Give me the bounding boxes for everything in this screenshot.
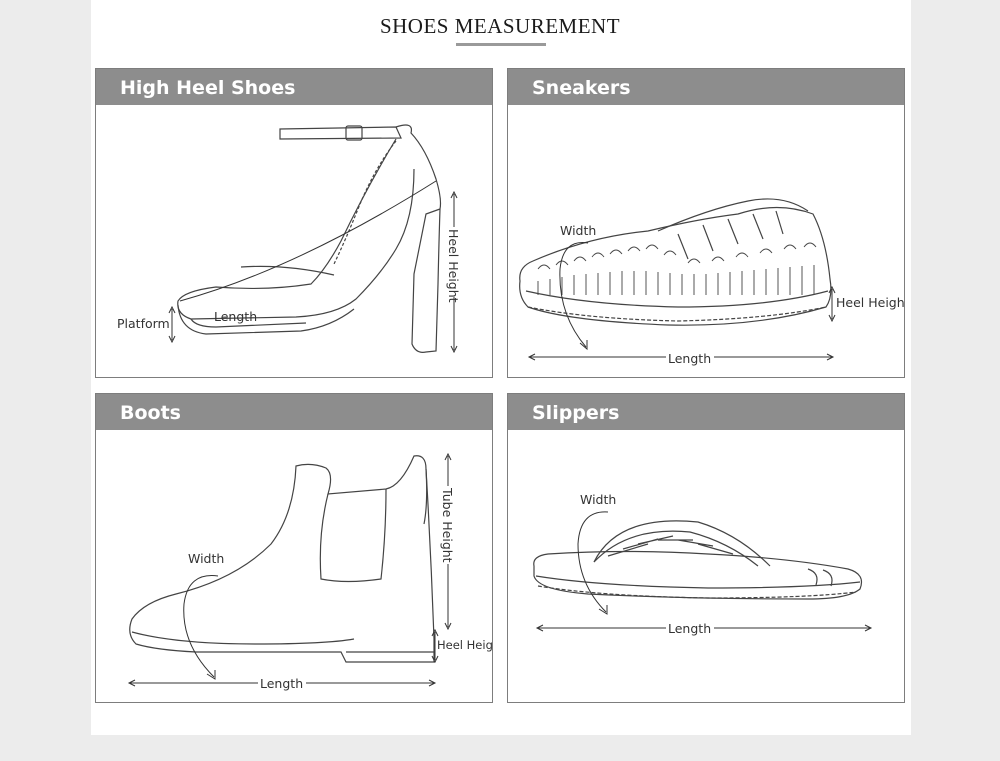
width-label: Width [188, 551, 224, 566]
width-label: Width [580, 492, 616, 507]
panel-heading: Sneakers [508, 69, 904, 105]
page-title: SHOES MEASUREMENT [379, 14, 621, 38]
tube-height-label: Tube Height [440, 487, 455, 563]
heel-height-label-bg [446, 227, 462, 297]
heel-height-label: Heel Height [437, 638, 493, 652]
heel-height-arrowheads [431, 628, 439, 664]
length-arrowheads [535, 624, 873, 632]
tube-height-label-bg [440, 486, 456, 564]
panel-sneakers: Sneakers Width Heel Height Length [507, 68, 905, 378]
panel-high-heel-shoes: High Heel Shoes Platform Length [95, 68, 493, 378]
width-arrowhead [579, 340, 588, 351]
width-curve [559, 242, 589, 348]
heel-height-label: Heel Height [836, 295, 905, 310]
platform-arrowheads [168, 305, 176, 344]
width-arrowhead [598, 605, 608, 615]
heel-height-arrowheads [828, 285, 836, 323]
panel-boots: Boots Width Tube Height Heel Height Leng… [95, 393, 493, 703]
slipper-diagram: Width Length [533, 492, 873, 636]
length-arrowheads [127, 679, 437, 687]
boot-diagram: Width Tube Height Heel Height Length [127, 452, 493, 691]
width-curve [183, 575, 219, 678]
platform-label: Platform [117, 316, 170, 331]
width-curve [577, 511, 609, 613]
length-label-bg [666, 620, 714, 636]
length-label: Length [260, 676, 303, 691]
sneaker-diagram: Width Heel Height Length [519, 198, 905, 366]
length-curve [179, 180, 437, 302]
length-label: Length [668, 621, 711, 636]
sneaker-sketch [519, 198, 832, 326]
length-label: Length [668, 351, 711, 366]
panel-heading: High Heel Shoes [96, 69, 492, 105]
heel-height-label: Heel Height [446, 229, 461, 303]
panel-heading: Slippers [508, 394, 904, 430]
panel-heading: Boots [96, 394, 492, 430]
length-label-bg [258, 675, 306, 691]
length-arrowheads [527, 353, 835, 361]
length-label-bg [666, 349, 714, 365]
width-label: Width [560, 223, 596, 238]
boot-sketch [129, 455, 435, 663]
tube-height-arrowheads [444, 452, 452, 631]
width-arrowhead [206, 670, 216, 680]
panel-slippers: Slippers Width Length [507, 393, 905, 703]
slipper-sketch [533, 520, 863, 600]
heel-height-arrowheads [450, 190, 458, 354]
high-heel-shoe-sketch [177, 124, 442, 353]
length-label: Length [214, 309, 257, 324]
title-underline [456, 43, 546, 46]
high-heel-shoe-diagram: Platform Length Heel Height [117, 124, 462, 354]
